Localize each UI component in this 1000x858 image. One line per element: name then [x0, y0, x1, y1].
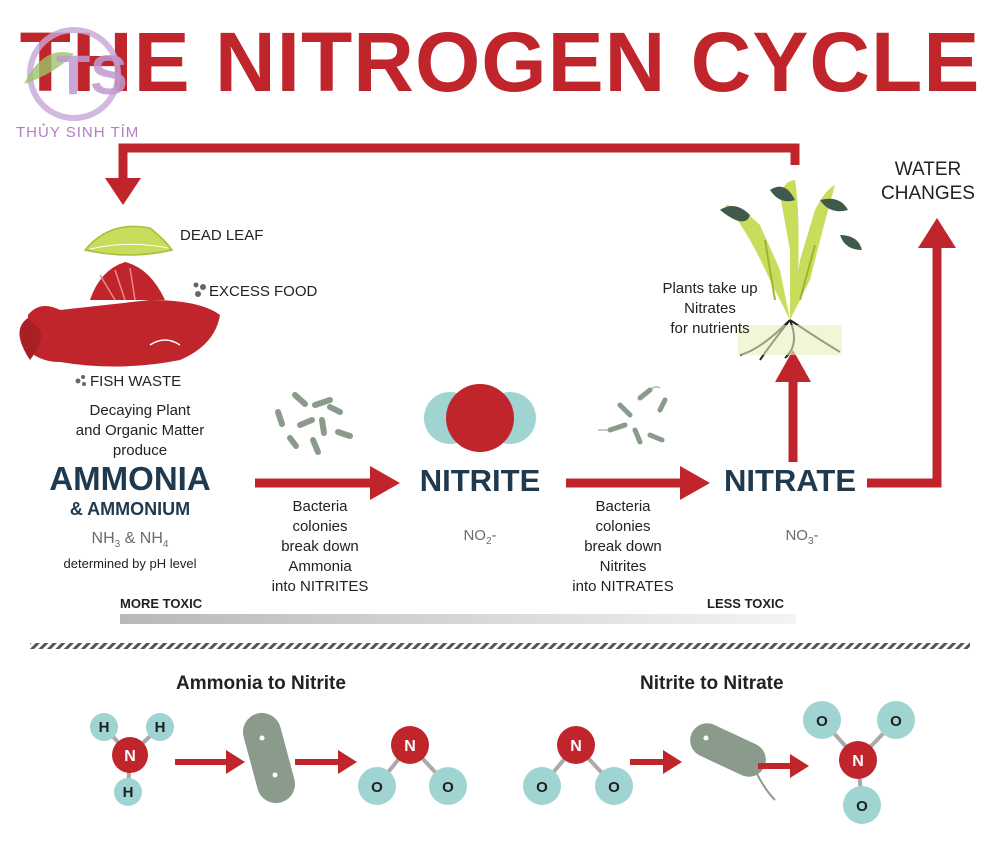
plants-line: Nitrates — [684, 300, 736, 317]
nitrate-title: NITRATE — [723, 463, 857, 498]
decaying-line: Decaying Plant — [89, 402, 191, 419]
return-arrowhead — [105, 178, 141, 205]
bacteria-line: Ammonia — [288, 558, 352, 575]
atom-o: O — [608, 779, 620, 796]
bacteria-line: Bacteria — [292, 498, 348, 515]
bacteria-line: Bacteria — [595, 498, 651, 515]
nitrate-formula: NO3- — [752, 527, 852, 547]
nitrite-molecule-start-icon — [523, 726, 633, 805]
plants-line: Plants take up — [662, 280, 758, 297]
atom-h: H — [123, 784, 134, 801]
atom-h: H — [155, 719, 166, 736]
nitrite-molecule-icon — [424, 384, 536, 452]
formula-part: - — [491, 527, 497, 544]
logo-text: THỦY SINH TÍM — [16, 124, 140, 141]
atom-o: O — [536, 779, 548, 796]
bacteria-line: Nitrites — [599, 558, 647, 575]
ammonia-block: AMMONIA & AMMONIUM NH3 & NH4 determined … — [40, 460, 220, 571]
formula-part: & NH — [120, 530, 163, 547]
food-icon — [193, 282, 206, 297]
ammonia-molecule-icon — [90, 713, 174, 806]
formula-part: - — [813, 527, 819, 544]
bacteria-line: into NITRITES — [271, 578, 369, 595]
bacterium-icon-2 — [690, 723, 776, 801]
atom-o: O — [371, 779, 383, 796]
formula-sub: 2 — [485, 536, 492, 547]
atom-o: O — [816, 713, 828, 730]
plants-line: for nutrients — [670, 320, 750, 337]
formula-sub: 3 — [807, 536, 814, 547]
arrowhead-1 — [370, 466, 400, 500]
excess-food-label: EXCESS FOOD — [209, 283, 318, 300]
nitrite-to-nitrate-title: Nitrite to Nitrate — [640, 673, 784, 694]
dead-leaf-label: DEAD LEAF — [180, 227, 264, 244]
water-changes-label: WATER CHANGES — [868, 158, 988, 206]
atom-o: O — [856, 798, 868, 815]
water-changes-line: CHANGES — [881, 183, 975, 204]
plant-icon — [720, 180, 862, 361]
bacteria-text-1: Bacteria colonies break down Ammonia int… — [250, 497, 390, 597]
formula-sub: 4 — [162, 539, 169, 551]
atom-n: N — [570, 738, 582, 755]
bacteria-line: into NITRATES — [572, 578, 674, 595]
ammonia-subtitle: & AMMONIUM — [69, 499, 191, 519]
page-title: THE NITROGEN CYCLE — [19, 15, 981, 109]
nitrite-formula: NO2- — [430, 527, 530, 547]
ammonia-title: AMMONIA — [49, 460, 211, 497]
atom-n: N — [124, 748, 136, 765]
atom-h: H — [99, 719, 110, 736]
bacteria-line: colonies — [292, 518, 348, 535]
atom-n: N — [404, 738, 416, 755]
waste-icon — [75, 375, 86, 386]
water-arrow — [867, 245, 942, 488]
decaying-line: produce — [112, 442, 168, 459]
ammonia-note: determined by pH level — [63, 556, 197, 572]
formula-sub: 3 — [114, 539, 121, 551]
dead-leaf-icon — [83, 225, 174, 256]
divider — [30, 643, 970, 649]
bacteria-icon-2 — [607, 387, 668, 445]
bacteria-line: break down — [281, 538, 359, 555]
toxicity-bar — [120, 614, 796, 624]
fish-waste-label: FISH WASTE — [90, 373, 182, 390]
logo-icon: TS — [24, 27, 128, 121]
nitrate-molecule-icon — [803, 701, 915, 824]
water-changes-line: WATER — [894, 159, 962, 180]
bacteria-icon-1 — [275, 392, 353, 455]
plants-text: Plants take up Nitrates for nutrients — [650, 279, 770, 339]
formula-part: NO — [463, 527, 486, 544]
more-toxic-label: MORE TOXIC — [120, 596, 203, 611]
atom-o: O — [890, 713, 902, 730]
nitrite-title: NITRITE — [419, 463, 541, 498]
ammonia-formula: NH3 & NH4 — [40, 530, 220, 550]
plant-arrowhead — [775, 350, 811, 382]
less-toxic-label: LESS TOXIC — [707, 596, 785, 611]
decaying-line: and Organic Matter — [75, 422, 205, 439]
water-arrowhead — [918, 218, 956, 248]
bacteria-line: colonies — [595, 518, 651, 535]
logo-letters: TS — [56, 43, 128, 106]
arrowhead-2 — [680, 466, 710, 500]
atom-n: N — [852, 753, 864, 770]
decaying-text: Decaying Plant and Organic Matter produc… — [60, 401, 220, 461]
nitrite-molecule-bottom-icon — [358, 726, 467, 805]
bacterium-icon-1 — [243, 712, 295, 804]
formula-part: NO — [785, 527, 808, 544]
ammonia-to-nitrite-title: Ammonia to Nitrite — [176, 673, 346, 694]
fish-icon — [19, 262, 220, 367]
bacteria-line: break down — [584, 538, 662, 555]
return-arrow — [118, 143, 800, 180]
formula-part: NH — [91, 530, 115, 547]
atom-o: O — [442, 779, 454, 796]
bacteria-text-2: Bacteria colonies break down Nitrites in… — [553, 497, 693, 597]
